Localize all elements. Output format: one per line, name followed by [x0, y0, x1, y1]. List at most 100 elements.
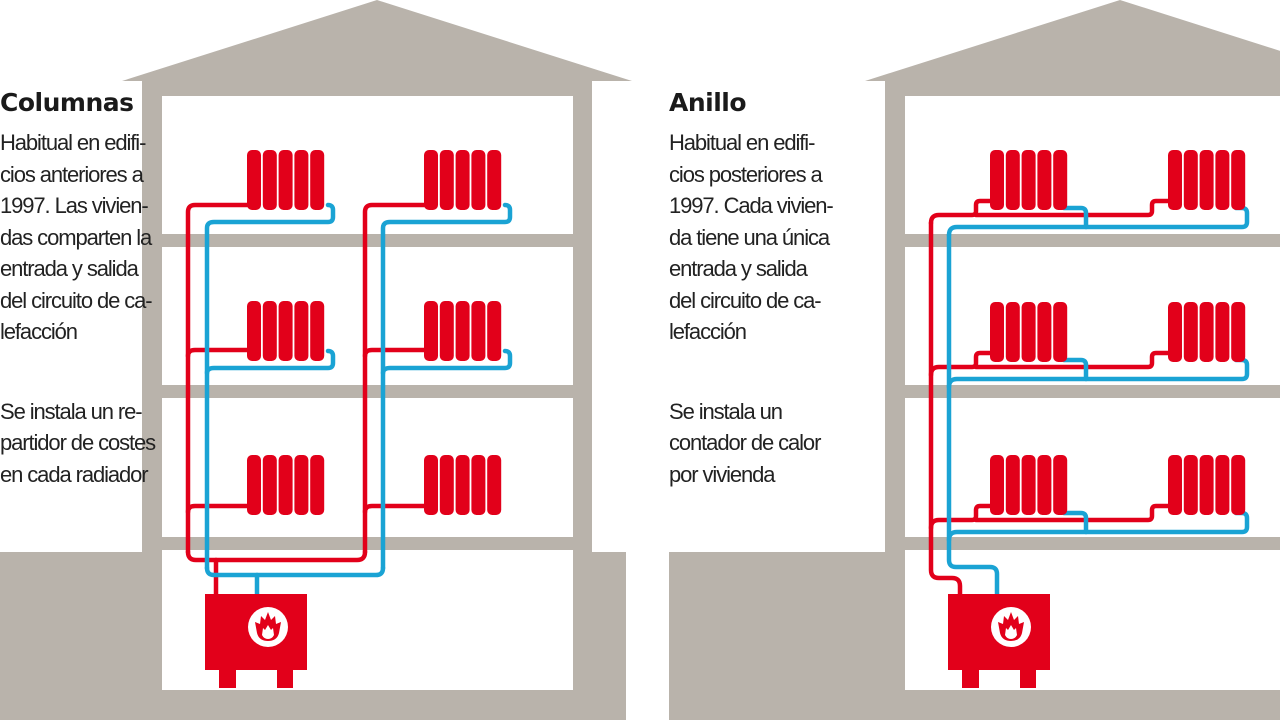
radiator-fin [294, 455, 309, 515]
building-structure [865, 0, 1280, 720]
radiator-fin [1037, 150, 1052, 210]
radiator-fin [990, 150, 1004, 210]
description-line: entrada y salida [669, 256, 808, 281]
ground [142, 690, 592, 720]
radiator-fin [1021, 302, 1036, 362]
panel-anillo-text: Anillo Habitual en edifi- cios posterior… [669, 88, 869, 490]
supply-pipe [185, 202, 253, 555]
description-line: da tiene una única [669, 224, 830, 250]
supply-loop [973, 503, 1173, 523]
radiator-fin [278, 150, 293, 210]
radiator-fin [487, 455, 502, 515]
radiator [990, 150, 1068, 210]
radiator-fin [278, 301, 293, 361]
return-pipe [380, 202, 513, 571]
radiator-fin [1037, 455, 1052, 515]
building-anillo [669, 0, 1280, 720]
radiator [247, 150, 325, 210]
boiler-leg [962, 668, 979, 688]
radiator [990, 455, 1068, 515]
panel-title-columnas: Columnas [0, 88, 134, 117]
ground-block [0, 552, 142, 720]
radiator-fin [455, 455, 470, 515]
radiator [247, 301, 325, 361]
flame-icon [991, 607, 1031, 647]
radiator-fin [424, 150, 438, 210]
building-columnas [0, 0, 632, 720]
radiator-fin [1053, 455, 1068, 515]
supply-loop [928, 350, 996, 378]
radiator-fin [1053, 302, 1068, 362]
radiator-fin [1168, 150, 1182, 210]
return-riser [946, 232, 1000, 601]
radiator-fin [1231, 455, 1246, 515]
radiator-fin [1005, 150, 1020, 210]
note-line: en cada radiador [0, 461, 149, 487]
supply-pipe [185, 347, 253, 359]
return-pipe [204, 348, 336, 376]
radiator-fin [455, 150, 470, 210]
radiator-fin [294, 150, 309, 210]
radiator-fin [1215, 455, 1230, 515]
supply-pipe [362, 503, 430, 515]
note-line: Se instala un re- [0, 398, 143, 424]
wall-left [142, 78, 162, 720]
description-line: cios anteriores a [0, 161, 144, 187]
return-loop [1061, 510, 1089, 535]
radiator [990, 302, 1068, 362]
radiator-fin [1168, 302, 1182, 362]
radiator-fin [424, 301, 438, 361]
supply-manifold [185, 549, 368, 563]
radiator-fin [990, 455, 1004, 515]
radiator-fin [455, 301, 470, 361]
roof [865, 0, 1280, 81]
boiler-leg [1020, 668, 1036, 688]
return-loop [946, 205, 1250, 238]
supply-loop [928, 503, 996, 531]
radiator-fin [310, 150, 325, 210]
wall-right [573, 78, 592, 720]
radiator-fin [247, 455, 261, 515]
panel-columnas-text: Columnas Habitual en edifi- cios anterio… [0, 88, 156, 491]
radiator-fin [262, 455, 277, 515]
radiator-fin [1199, 455, 1214, 515]
radiator-fin [1231, 302, 1246, 362]
description-line: del circuito de ca- [0, 287, 153, 313]
supply-riser [928, 220, 963, 601]
pipes-anillo [928, 198, 1250, 601]
note-columnas: Se instala un re- partidor de costes en … [0, 396, 156, 491]
radiator-fin [471, 455, 486, 515]
supply-pipe [362, 202, 430, 555]
radiator-fin [1199, 150, 1214, 210]
radiator-fin [487, 301, 502, 361]
return-loop [946, 510, 1250, 543]
flame-inner [1005, 625, 1017, 639]
description-anillo: Habitual en edifi- cios posteriores a 19… [669, 127, 869, 348]
floor-slab [885, 385, 1280, 398]
radiator-fin [1037, 302, 1052, 362]
radiator-fin [1005, 302, 1020, 362]
supply-pipe [185, 503, 253, 515]
radiator-fin [424, 455, 438, 515]
radiator-fin [1199, 302, 1214, 362]
return-loop [1061, 357, 1089, 382]
boiler [948, 594, 1050, 688]
radiator-fin [487, 150, 502, 210]
description-line: lefacción [669, 319, 747, 344]
boiler [205, 594, 307, 688]
supply-pipe [362, 347, 430, 359]
radiator-fin [1021, 455, 1036, 515]
floor-slab [885, 537, 1280, 550]
description-line: 1997. Las vivien- [0, 193, 149, 218]
radiator-fin [247, 150, 261, 210]
description-columnas: Habitual en edifi- cios anteriores a 199… [0, 127, 153, 348]
radiator-fin [1231, 150, 1246, 210]
supply-loop [928, 198, 996, 226]
return-loop [1061, 205, 1089, 230]
ground [885, 690, 1280, 720]
supply-loop [973, 350, 1173, 370]
building-structure [122, 0, 632, 720]
wall-left [885, 78, 905, 720]
radiator-fin [247, 301, 261, 361]
return-pipe [204, 202, 336, 571]
